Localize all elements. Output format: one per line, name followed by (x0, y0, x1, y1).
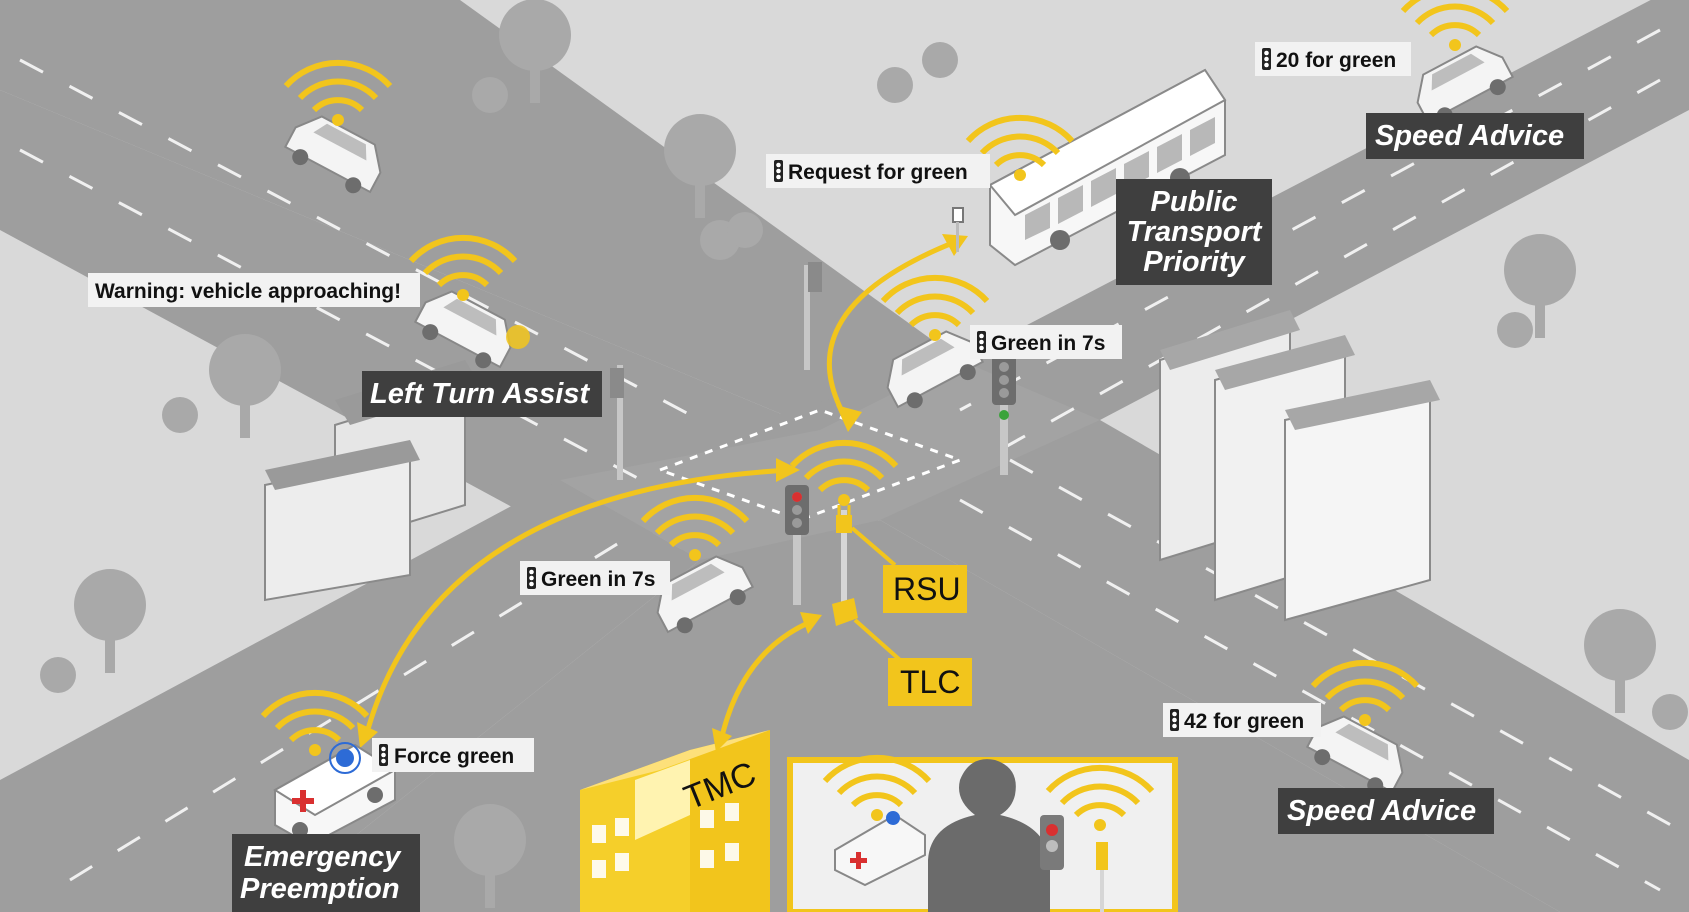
label-left-turn-assist: Left Turn Assist (362, 371, 602, 417)
tree-icon (40, 0, 1688, 908)
person-silhouette-icon (928, 759, 1050, 912)
screen-icons (825, 758, 1152, 912)
label-warning: Warning: vehicle approaching! (88, 273, 420, 307)
bus-icon (952, 68, 1227, 267)
traffic-light-icon (610, 262, 1016, 605)
label-speed-advice-top: Speed Advice (1366, 113, 1584, 159)
car-icon (279, 0, 1519, 802)
label-request-for-green: Request for green (766, 154, 990, 188)
label-20-for-green-text: 20 for green (1276, 49, 1396, 72)
label-green-in-7s-left-text: Green in 7s (541, 568, 655, 591)
label-42-for-green: 42 for green (1163, 703, 1321, 737)
tlc-box-icon (832, 598, 858, 626)
label-green-in-7s-left: Green in 7s (520, 561, 670, 595)
label-emergency-line1: Emergency (244, 841, 402, 873)
label-rsu: RSU (883, 565, 967, 613)
label-request-for-green-text: Request for green (788, 161, 968, 184)
label-public-transport-line2: Transport (1127, 216, 1263, 248)
label-force-green: Force green (372, 738, 534, 772)
label-public-transport-line3: Priority (1143, 246, 1246, 278)
label-warning-text: Warning: vehicle approaching! (95, 280, 401, 303)
label-speed-advice-bottom-text: Speed Advice (1287, 795, 1476, 827)
label-rsu-text: RSU (893, 571, 961, 607)
tmc-building: TMC (580, 730, 770, 912)
rsu-antenna-icon (792, 443, 896, 610)
label-emergency-line2: Preemption (240, 873, 400, 905)
label-emergency-preemption: Emergency Preemption (232, 834, 420, 912)
label-speed-advice-bottom: Speed Advice (1278, 788, 1494, 834)
label-20-for-green: 20 for green (1255, 42, 1411, 76)
label-tlc-text: TLC (900, 664, 960, 700)
communication-arrows (362, 237, 961, 746)
label-speed-advice-top-text: Speed Advice (1375, 120, 1564, 152)
building-icon (264, 310, 1440, 622)
label-green-in-7s-right: Green in 7s (970, 325, 1122, 359)
label-force-green-text: Force green (394, 745, 514, 768)
label-42-for-green-text: 42 for green (1184, 710, 1304, 733)
label-green-in-7s-right-text: Green in 7s (991, 332, 1105, 355)
label-public-transport-line1: Public (1150, 186, 1237, 218)
label-left-turn-assist-text: Left Turn Assist (370, 378, 590, 410)
label-tlc: TLC (888, 658, 972, 706)
label-public-transport-priority: Public Transport Priority (1116, 179, 1272, 285)
